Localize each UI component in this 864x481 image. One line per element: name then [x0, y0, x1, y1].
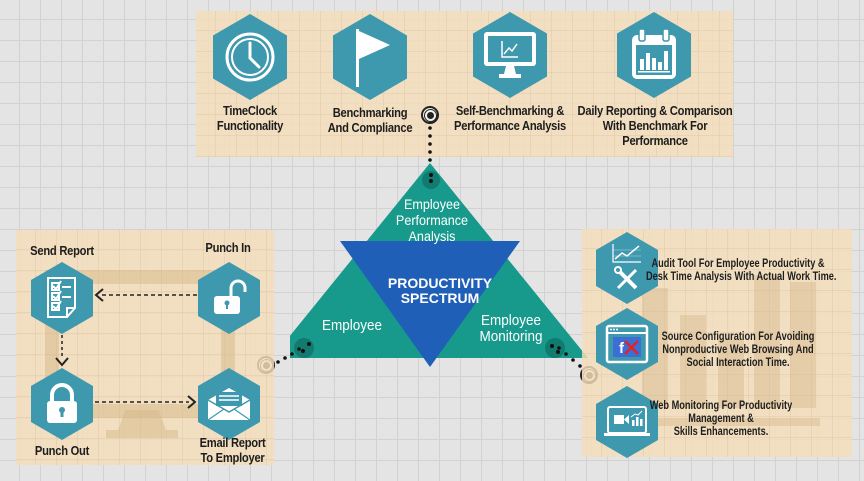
left-connector-dots [276, 347, 301, 364]
calendar-chart-icon [632, 28, 676, 79]
bar-chart-backdrop-bar [718, 340, 744, 408]
source-config-label: Source Configuration For Avoiding Nonpro… [661, 331, 815, 369]
right-connector-dots [557, 346, 582, 368]
email-report-label: Email Report To Employer [199, 435, 266, 465]
benchmarking-label: Benchmarking And Compliance [327, 105, 413, 135]
left-triangle-label: Employee [321, 317, 383, 334]
browser-blocked-facebook-icon: f [605, 324, 649, 364]
timeclock-label: TimeClock Functionality [216, 103, 284, 133]
monitor-chart-icon [484, 32, 536, 78]
unlocked-padlock-icon [214, 279, 247, 314]
audit-tool-label: Audit Tool For Employee Productivity & D… [646, 258, 837, 283]
locked-padlock-icon [47, 383, 77, 423]
punch-out-label: Punch Out [34, 443, 90, 458]
monitor-base [106, 430, 178, 438]
web-monitoring-label: Web Monitoring For Productivity Manageme… [649, 400, 793, 438]
laptop-video-chart-icon [604, 406, 650, 436]
envelope-icon [207, 388, 251, 421]
arrow-punchin-to-sendreport [94, 288, 198, 302]
bar-chart-backdrop-bar [790, 282, 816, 408]
send-report-label: Send Report [30, 243, 94, 258]
checklist-icon [47, 277, 76, 318]
chart-tools-icon [612, 244, 641, 290]
bar-chart-backdrop-bar [680, 315, 706, 408]
self-benchmarking-hexagon [473, 12, 547, 98]
flag-icon [356, 29, 390, 87]
daily-reporting-label: Daily Reporting & Comparison With Benchm… [577, 103, 733, 148]
arrow-punchout-to-email [95, 395, 197, 409]
top-connector-target [421, 106, 439, 124]
bar-chart-backdrop-axis [650, 418, 820, 426]
blue-inverted-triangle [340, 241, 520, 367]
center-title: PRODUCTIVITY SPECTRUM [387, 275, 493, 306]
productivity-spectrum-diagram [290, 163, 588, 367]
top-triangle-label: Employee Performance Analysis [395, 196, 469, 244]
punch-in-label: Punch In [205, 240, 251, 255]
clock-icon [225, 32, 275, 82]
arrow-sendreport-to-punchout [55, 335, 69, 367]
right-triangle-label: Employee Monitoring [479, 312, 543, 345]
self-benchmarking-label: Self-Benchmarking & Performance Analysis [454, 103, 566, 133]
benchmarking-hexagon [333, 14, 407, 100]
svg-text:f: f [619, 340, 625, 357]
bar-chart-backdrop-bar [754, 275, 780, 408]
monitor-stand [118, 410, 166, 430]
